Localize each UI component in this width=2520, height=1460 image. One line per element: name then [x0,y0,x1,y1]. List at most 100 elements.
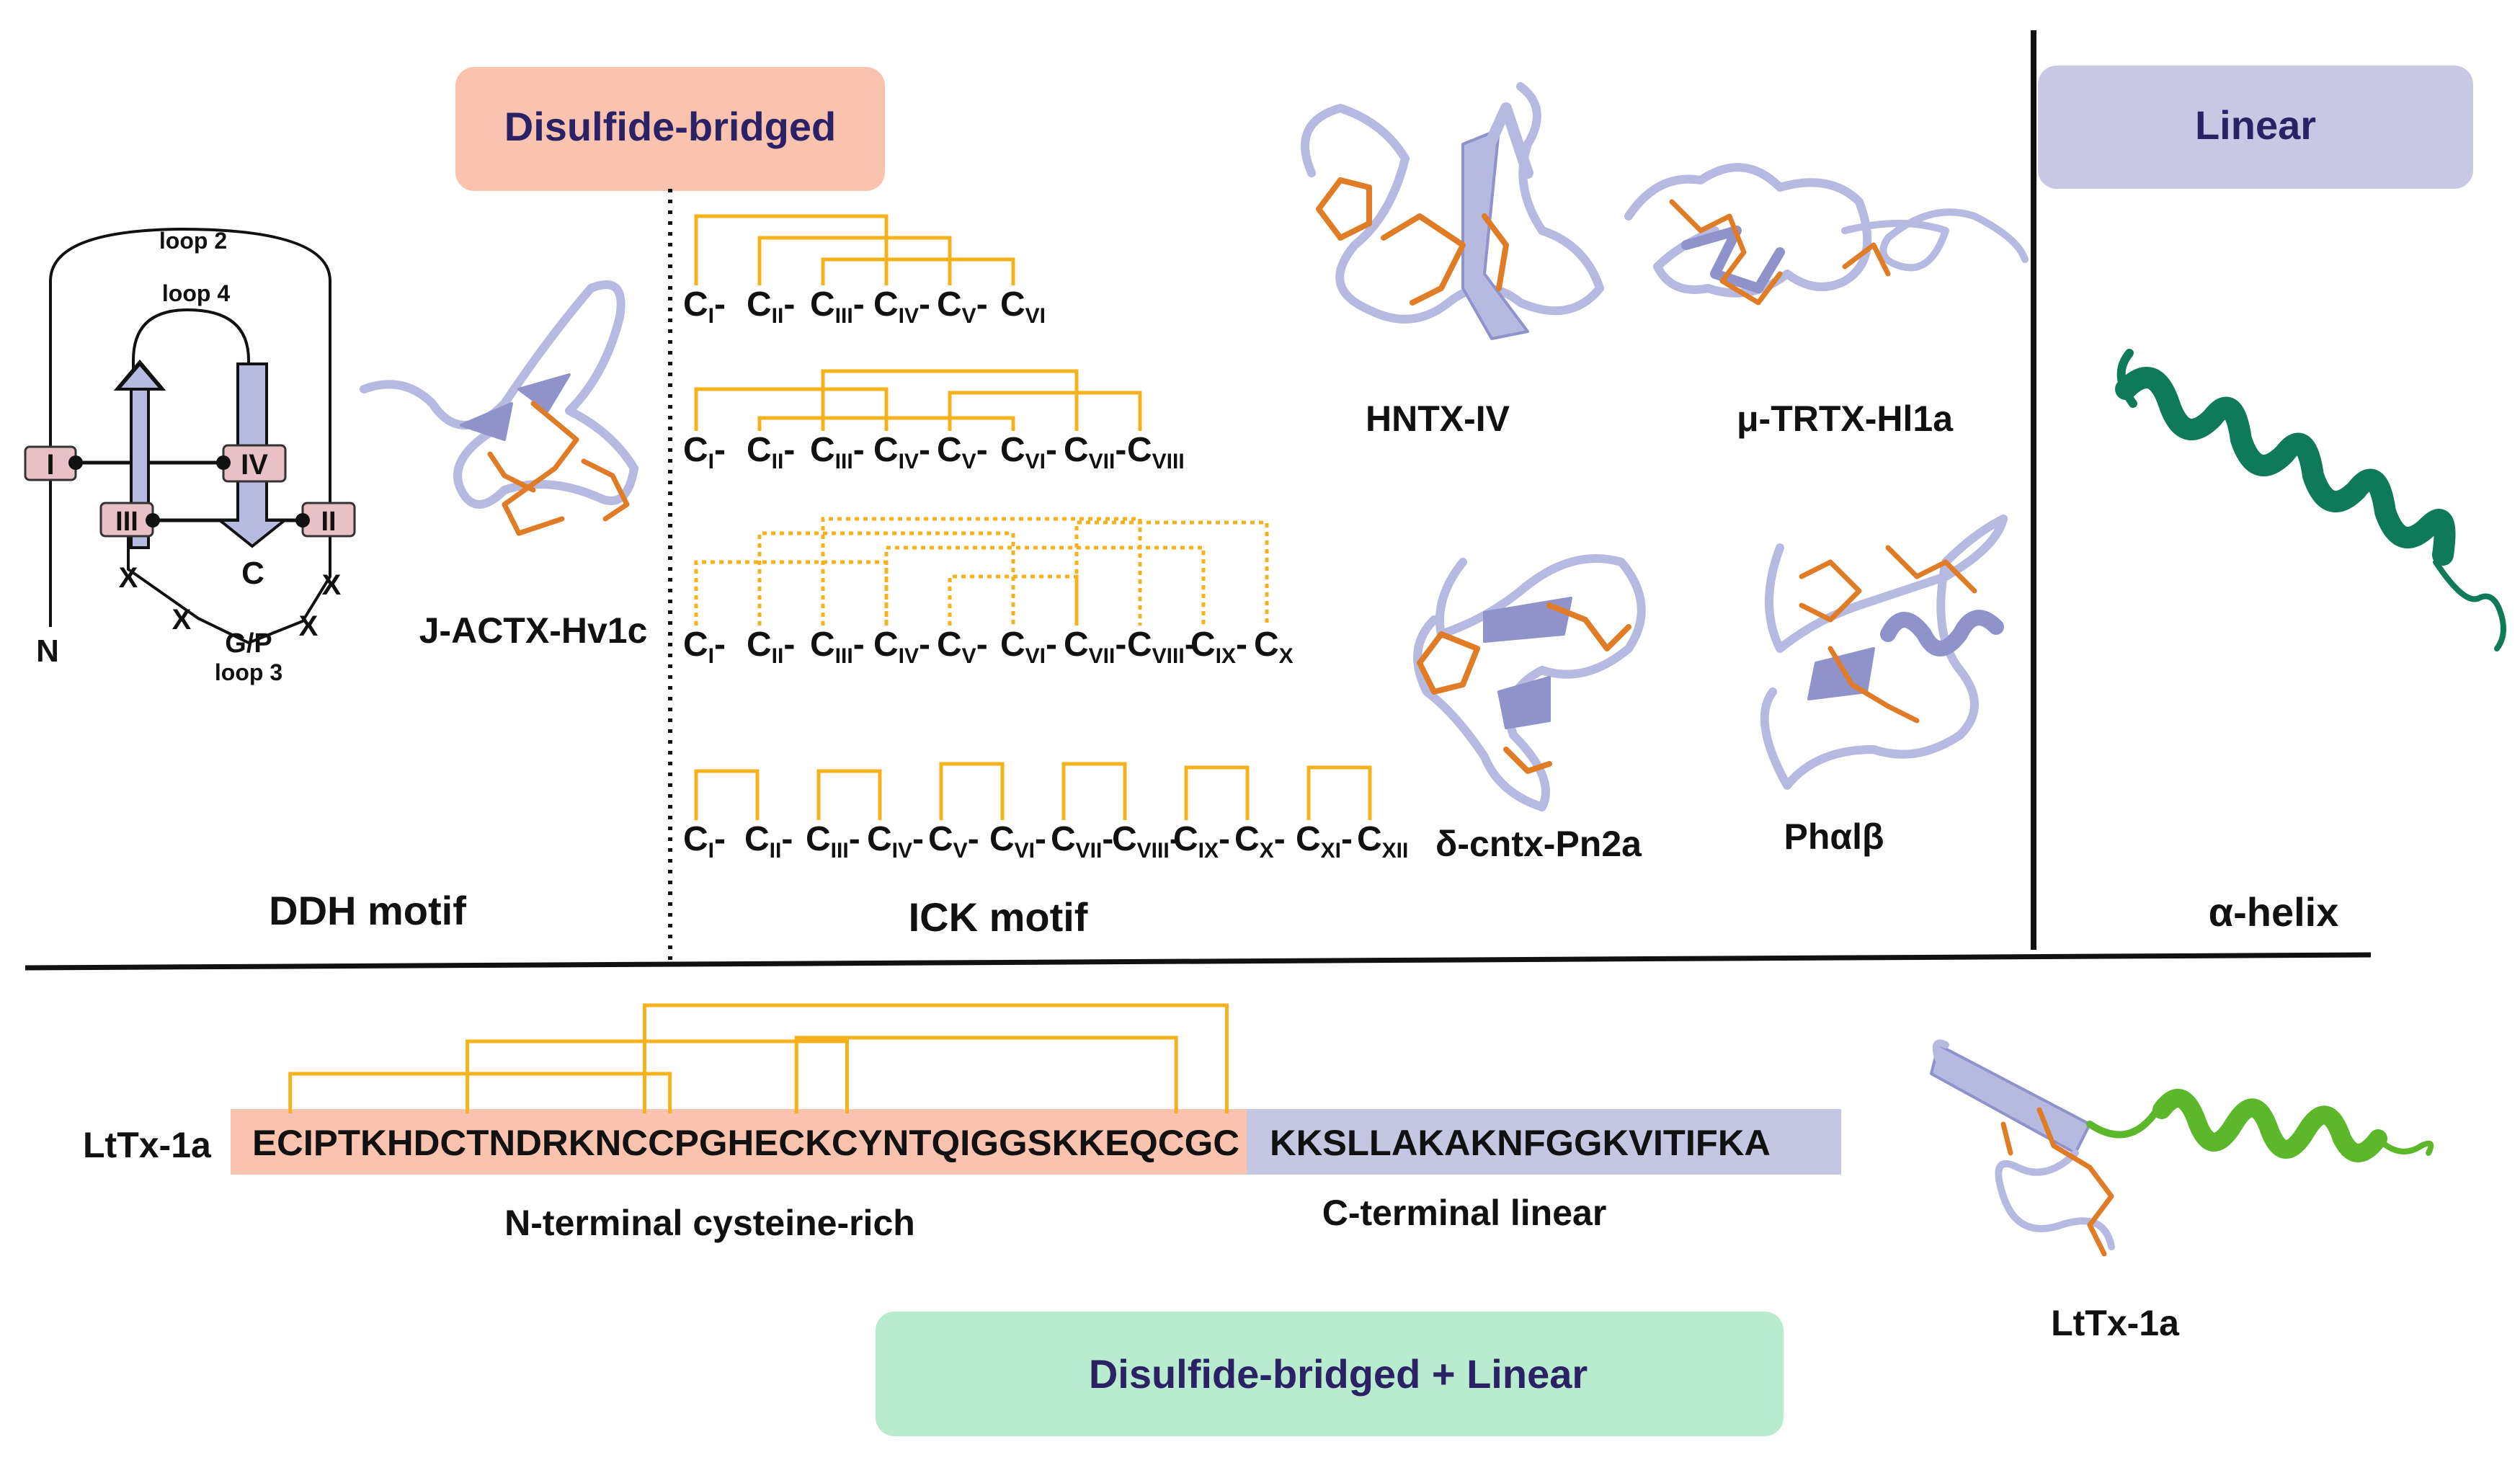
ick-residue: CIV- [867,820,924,863]
horizontal-divider [25,952,2372,971]
disulfide-bridge [757,531,1015,626]
bond-dot [68,455,83,470]
ick-residue: CVII- [1064,626,1126,668]
disulfide-bridge [1061,762,1127,820]
linear-header-box [2038,66,2473,189]
hntx-structure [1301,82,1604,340]
linear-header: Linear [2038,66,2473,189]
ick-residue: CIII- [810,285,865,328]
ick-residue: CX [1254,626,1294,668]
n-terminus-label: N [36,633,59,669]
ick-residue: CVIII- [1112,820,1181,863]
ick-residue: CI- [683,431,726,473]
ddh-caption: DDH motif [269,888,466,933]
disulfide-bridge [1074,520,1269,626]
ick-residue: CVI- [989,820,1046,863]
ick-residue: CVIII- [1127,626,1196,668]
cys-rich-label: N-terminal cysteine-rich [504,1203,915,1243]
phab-structure [1760,515,2008,790]
box-IV-label: IV [241,449,268,481]
ick-residue: CXII [1357,820,1408,863]
disulfide-bridge [642,1003,1229,1113]
jactx-label: J-ACTX-Hv1c [419,610,648,651]
loop4-label: loop 4 [162,280,230,306]
disulfide-bridge [821,369,1079,431]
both-header-box [876,1312,1784,1436]
linear-label: C-terminal linear [1322,1193,1607,1233]
box-I-label: I [46,449,54,481]
residue-x: X [119,562,138,594]
ick-residue: CXI- [1296,820,1353,863]
residue-x: X [299,610,319,642]
loop2-line [49,227,331,627]
loop4-arc [132,308,250,382]
bond-dot [216,455,231,470]
ick-residue: CVI- [1000,626,1057,668]
disulfide-bridge [288,1072,672,1113]
lttx-structure-label: LtTx-1a [2051,1303,2180,1343]
ick-residue: CII- [744,820,793,863]
ick-residue: CIV- [873,431,930,473]
lttx-structure [1930,1039,2434,1257]
disulfide-bridge [821,517,1142,626]
ick-residue: CVIII [1127,431,1185,473]
loop2-label: loop 2 [159,228,227,254]
sequence-name: LtTx-1a [83,1125,212,1165]
ick-residue: CI- [683,626,726,668]
cys-rich-sequence: ECIPTKHDCTNDRKNCCPGHECKCYNTQIGGSKKEQCGC [252,1123,1239,1163]
disulfide-bridge [1306,765,1372,820]
loop3-label: loop 3 [215,659,282,685]
ick-residue: CIX- [1173,820,1230,863]
alpha-helix-label: α-helix [2209,889,2339,935]
disulfide-bridge [757,236,952,285]
disulfide-header-box [455,67,885,191]
ick-residue: CV- [928,820,979,863]
disulfide-bridge [757,416,1015,431]
ick-residue: CV- [937,431,988,473]
ick-caption: ICK motif [909,894,1088,940]
alpha-helix-structure [2115,349,2506,651]
ick-residue: CIX- [1190,626,1247,668]
disulfide-bridge [1184,765,1250,820]
residue-gp: G/P [225,628,272,659]
box-II-label: II [321,507,336,537]
disulfide-bridge [694,387,889,431]
disulfide-header: Disulfide-bridged [455,67,885,191]
disulfide-bridge [948,391,1142,431]
cys-rich-band [231,1109,1247,1175]
linear-header-text: Linear [2195,102,2316,148]
disulfide-bridge [939,762,1005,820]
ick-residue: CVII- [1051,820,1113,863]
ick-residue: CV- [937,285,988,328]
disulfide-bridge [694,560,889,626]
ick-residue: CI- [683,285,726,328]
ick-rows: CI-CII-CIII-CIV-CV-CVICI-CII-CIII-CIV-CV… [683,214,1408,863]
ick-residue: CV- [937,626,988,668]
disulfide-bridge [466,1039,850,1113]
c-terminus-label: C [241,556,264,591]
hntx-label: HNTX-IV [1366,399,1510,439]
disulfide-bridge [816,769,882,820]
disulfide-header-text: Disulfide-bridged [504,104,836,149]
disulfide-bridge [694,214,889,285]
phab-label: Phαlβ [1784,816,1884,857]
ddh-boxes: I IV III II [24,444,356,538]
jactx-structure [360,280,638,536]
disulfide-bridge [694,769,760,820]
loop3-line [127,526,331,645]
ick-residue: CII- [747,431,795,473]
residue-x: X [172,604,192,636]
linear-sequence: KKSLLAKAKNFGGKVITIFKA [1270,1123,1771,1163]
disulfide-bridge [948,574,1079,626]
residue-x: X [322,569,342,601]
ick-residue: CIII- [806,820,860,863]
trtx-structure [1624,163,2029,306]
cntx-structure [1413,554,1646,811]
sequence-disulfide-bridges [288,1003,1229,1113]
ick-residue: CIV- [873,285,930,328]
ick-residue: CVI [1000,285,1046,328]
ick-residue: CIV- [873,626,930,668]
trtx-label: μ-TRTX-Hl1a [1737,399,1954,439]
ick-residue: CX- [1234,820,1286,863]
